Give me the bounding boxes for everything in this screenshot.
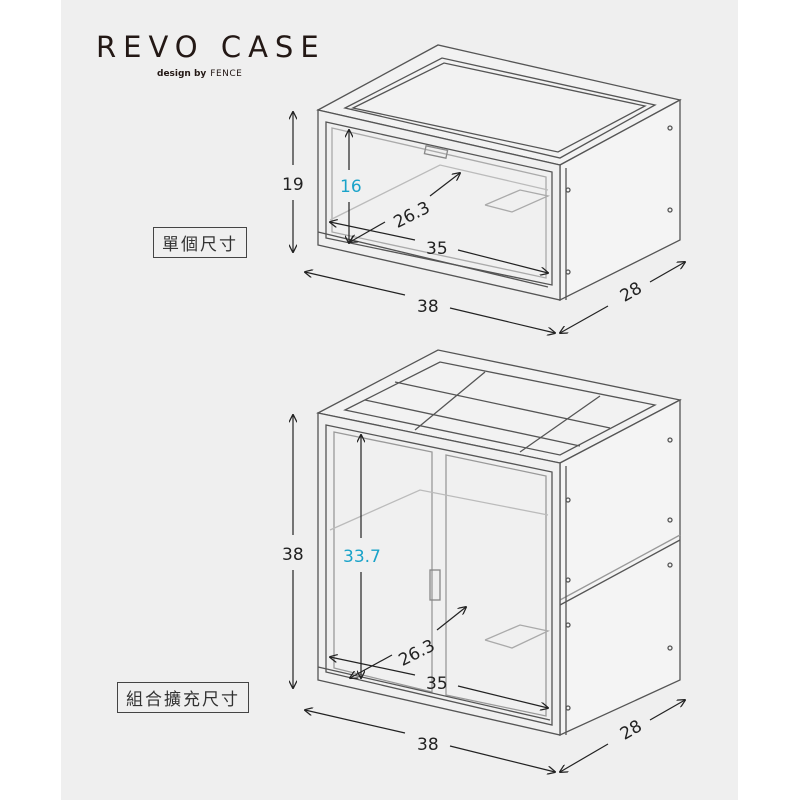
single-dimension-lines <box>293 112 685 333</box>
single-size-label: 單個尺寸 <box>153 227 247 258</box>
combo-size-label: 組合擴充尺寸 <box>117 682 249 713</box>
single-outer-height: 19 <box>282 175 304 195</box>
single-inner-height: 16 <box>340 177 362 197</box>
single-outer-width: 38 <box>417 297 439 317</box>
combo-outer-height: 38 <box>282 545 304 565</box>
single-box <box>316 44 682 302</box>
combo-inner-height: 33.7 <box>343 547 381 567</box>
combo-outer-depth: 28 <box>617 716 646 744</box>
combo-dimension-lines <box>293 415 685 772</box>
single-outer-depth: 28 <box>617 278 646 306</box>
logo-title: REVO CASE <box>96 30 326 64</box>
single-inner-width: 35 <box>426 239 448 259</box>
combo-inner-width: 35 <box>426 674 448 694</box>
brand-name: FENCE <box>210 69 243 79</box>
combo-box <box>316 349 682 737</box>
combo-outer-width: 38 <box>417 735 439 755</box>
tagline-text: design by <box>157 69 207 79</box>
